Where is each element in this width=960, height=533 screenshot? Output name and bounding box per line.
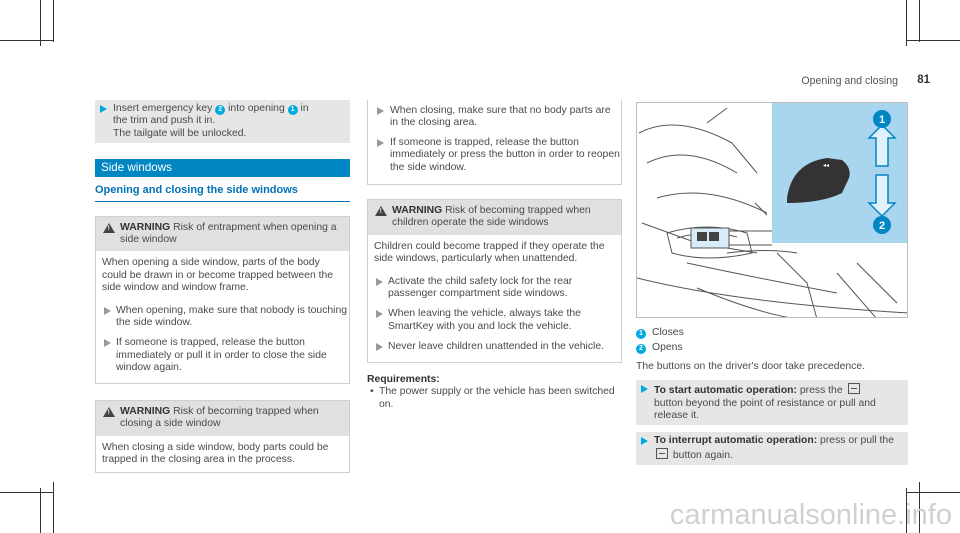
watermark: carmanualsonline.info xyxy=(669,499,952,531)
page-running-title: Opening and closing xyxy=(801,75,898,87)
window-switch-key-icon xyxy=(847,383,860,395)
warning-triangle-icon xyxy=(103,222,115,233)
crop-mark xyxy=(0,492,54,493)
callout-1-label: 1 xyxy=(879,114,885,126)
warning-step: Activate the child safety lock for the r… xyxy=(368,272,621,305)
requirement-item: The power supply or the vehicle has been… xyxy=(367,386,622,411)
crop-mark xyxy=(906,40,960,41)
warning-step: When opening, make sure that nobody is t… xyxy=(96,301,349,334)
tailgate-step-line1: Insert emergency key 2 into opening 1 in xyxy=(113,103,309,115)
warning-title: Risk of becoming trapped when closing a … xyxy=(120,405,319,430)
crop-mark xyxy=(0,40,54,41)
crop-mark xyxy=(906,0,907,46)
step-arrow-icon xyxy=(377,107,384,115)
auto-interrupt-step: To interrupt automatic operation: press … xyxy=(636,432,908,466)
arrow-down-icon xyxy=(867,174,897,218)
door-switch-illustration: ◂◂ 1 2 xyxy=(636,102,908,318)
callout-badge: 2 xyxy=(215,105,226,115)
warning-children: WARNING Risk of becoming trapped when ch… xyxy=(367,199,622,363)
step-arrow-icon xyxy=(377,138,384,147)
warning-step: Never leave children unattended in the v… xyxy=(368,337,621,361)
warning-header: WARNING Risk of becoming trapped when ch… xyxy=(368,200,621,235)
page-header: Opening and closing 81 xyxy=(740,74,930,90)
crop-mark xyxy=(906,488,907,533)
crop-mark xyxy=(40,488,41,533)
warning-body: When closing a side window, body parts c… xyxy=(102,441,329,465)
warning-trapped-closing: WARNING Risk of becoming trapped when cl… xyxy=(95,399,350,474)
warning-triangle-icon xyxy=(103,406,115,417)
tailgate-step: Insert emergency key 2 into opening 1 in… xyxy=(95,100,350,144)
warning-step: If someone is trapped, release the butto… xyxy=(368,134,621,178)
section-title: Side windows xyxy=(95,159,350,178)
page-number: 81 xyxy=(917,74,930,86)
warning-body: Children could become trapped if they op… xyxy=(374,240,605,265)
warning-step: When closing, make sure that no body par… xyxy=(368,102,621,134)
crop-mark xyxy=(53,0,54,42)
step-arrow-icon xyxy=(104,306,111,315)
step-arrow-icon xyxy=(100,105,107,113)
warning-entrapment-opening: WARNING Risk of entrapment when opening … xyxy=(95,215,350,384)
crop-mark xyxy=(40,0,41,46)
warning-continuation: When closing, make sure that no body par… xyxy=(367,100,622,186)
step-arrow-icon xyxy=(641,437,648,446)
step-arrow-icon xyxy=(376,277,383,286)
step-arrow-icon xyxy=(376,310,383,319)
callout-1-badge xyxy=(873,110,891,128)
callout-2-label: 2 xyxy=(879,220,885,232)
warning-body: When opening a side window, parts of the… xyxy=(102,257,334,294)
step-arrow-icon xyxy=(104,339,111,348)
tailgate-step-line2: the trim and push it in. xyxy=(113,115,216,127)
column-middle: When closing, make sure that no body par… xyxy=(367,100,622,411)
warning-header: WARNING Risk of becoming trapped when cl… xyxy=(96,400,349,436)
requirements-title: Requirements: xyxy=(367,373,440,385)
crop-mark xyxy=(919,482,920,533)
warning-label: WARNING xyxy=(120,405,171,417)
subsection-title: Opening and closing the side windows xyxy=(95,184,350,202)
svg-text:◂◂: ◂◂ xyxy=(823,163,829,169)
warning-title: Risk of entrapment when opening a side w… xyxy=(120,221,337,246)
column-left: Insert emergency key 2 into opening 1 in… xyxy=(95,100,350,474)
door-interior-drawing: ◂◂ 1 2 xyxy=(637,103,907,317)
step-arrow-icon xyxy=(376,343,383,352)
auto-start-step: To start automatic operation: press the … xyxy=(636,380,908,426)
crop-mark xyxy=(53,482,54,533)
warning-step: If someone is trapped, release the butto… xyxy=(96,333,349,382)
warning-header: WARNING Risk of entrapment when opening … xyxy=(96,216,349,252)
callout-2-badge xyxy=(873,216,891,234)
window-switch-icon xyxy=(787,158,850,203)
crop-mark xyxy=(906,492,960,493)
precedence-note: The buttons on the driver's door take pr… xyxy=(636,360,865,372)
warning-label: WARNING xyxy=(120,221,171,233)
callout-badge: 1 xyxy=(287,105,298,115)
warning-label: WARNING xyxy=(392,205,443,217)
window-switch-key-icon xyxy=(656,447,668,459)
tailgate-step-line3: The tailgate will be unlocked. xyxy=(113,127,247,139)
warning-step: When leaving the vehicle, always take th… xyxy=(368,304,621,337)
crop-mark xyxy=(919,0,920,42)
warning-triangle-icon xyxy=(375,206,387,217)
step-arrow-icon xyxy=(641,385,648,394)
warning-title: Risk of becoming trapped when children o… xyxy=(392,205,591,229)
